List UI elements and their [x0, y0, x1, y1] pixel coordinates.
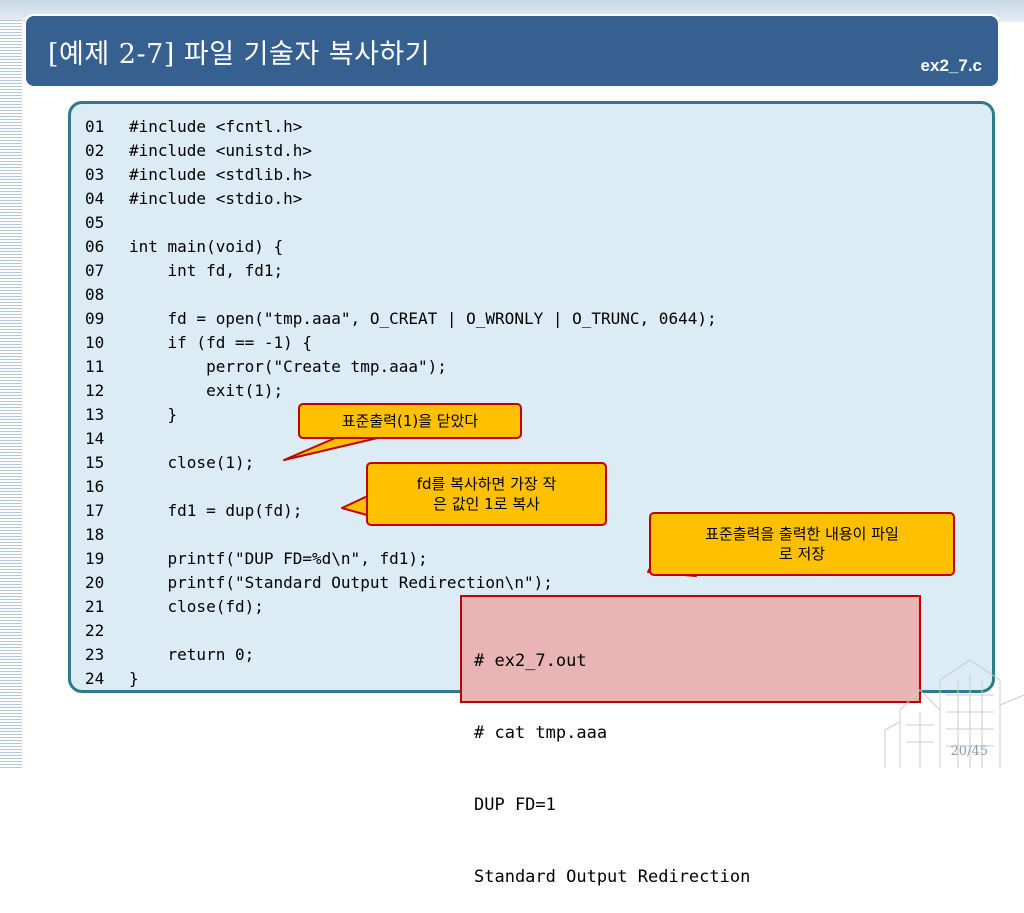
code-panel: 01 #include <fcntl.h> 02 #include <unistd.h…	[68, 101, 995, 693]
code-line: 05	[85, 211, 717, 235]
line-number: 12	[85, 381, 105, 400]
code-text: close(fd);	[129, 597, 264, 616]
code-line: 17 fd1 = dup(fd);	[85, 499, 717, 523]
code-line: 24}	[85, 667, 717, 691]
title-bar: [예제 2-7] 파일 기술자 복사하기 ex2_7.c	[26, 16, 998, 86]
line-number: 04	[85, 189, 105, 208]
result-line: Standard Output Redirection	[474, 867, 751, 887]
callout-redirect: 표준출력을 출력한 내용이 파일 로 저장	[649, 512, 955, 576]
code-line: 13 }	[85, 403, 717, 427]
slide-title: [예제 2-7] 파일 기술자 복사하기	[48, 39, 431, 70]
code-line: 18	[85, 523, 717, 547]
code-text: printf("Standard Output Redirection\n");	[129, 573, 553, 592]
line-number: 09	[85, 309, 105, 328]
code-line: 03 #include <stdlib.h>	[85, 163, 717, 187]
line-number: 11	[85, 357, 105, 376]
line-number: 16	[85, 477, 105, 496]
result-line: # ex2_7.out	[474, 651, 587, 671]
line-number: 17	[85, 501, 105, 520]
code-line: 10 if (fd == -1) {	[85, 331, 717, 355]
line-number: 07	[85, 261, 105, 280]
callout-dup: fd를 복사하면 가장 작 은 값인 1로 복사	[366, 462, 607, 526]
line-number: 19	[85, 549, 105, 568]
line-number: 18	[85, 525, 105, 544]
source-file-name: ex2_7.c	[920, 56, 982, 75]
code-line: 19 printf("DUP FD=%d\n", fd1);	[85, 547, 717, 571]
code-text: #include <stdio.h>	[129, 189, 303, 208]
code-line: 01 #include <fcntl.h>	[85, 115, 717, 139]
code-line: 08	[85, 283, 717, 307]
code-text: return 0;	[129, 645, 255, 664]
line-number: 14	[85, 429, 105, 448]
code-line: 14	[85, 427, 717, 451]
code-line: 16	[85, 475, 717, 499]
code-line: 07 int fd, fd1;	[85, 259, 717, 283]
code-text: exit(1);	[129, 381, 284, 400]
callout-redirect-text-line2: 로 저장	[778, 545, 826, 563]
code-line: 04 #include <stdio.h>	[85, 187, 717, 211]
callout-close-stdout: 표준출력(1)을 닫았다	[298, 403, 522, 439]
result-line: # cat tmp.aaa	[474, 723, 608, 743]
code-line: 02 #include <unistd.h>	[85, 139, 717, 163]
code-line: 09 fd = open("tmp.aaa", O_CREAT | O_WRON…	[85, 307, 717, 331]
line-number: 20	[85, 573, 105, 592]
line-number: 05	[85, 213, 105, 232]
callout-dup-text-line2: 은 값인 1로 복사	[433, 495, 540, 513]
code-listing: 01 #include <fcntl.h> 02 #include <unistd.h…	[85, 115, 717, 691]
code-line: 11 perror("Create tmp.aaa");	[85, 355, 717, 379]
code-line: 15 close(1);	[85, 451, 717, 475]
execution-result-box: # ex2_7.out # cat tmp.aaa DUP FD=1 Stand…	[460, 595, 921, 887]
line-number: 15	[85, 453, 105, 472]
code-text: }	[129, 405, 178, 424]
code-text: printf("DUP FD=%d\n", fd1);	[129, 549, 428, 568]
code-text: int fd, fd1;	[129, 261, 284, 280]
code-text: perror("Create tmp.aaa");	[129, 357, 447, 376]
building-sketch-icon	[884, 659, 1024, 768]
code-text: }	[129, 669, 139, 688]
code-text: fd1 = dup(fd);	[129, 501, 303, 520]
code-text: close(1);	[129, 453, 255, 472]
line-number: 24	[85, 669, 105, 688]
line-number: 21	[85, 597, 105, 616]
code-text: if (fd == -1) {	[129, 333, 313, 352]
code-text: fd = open("tmp.aaa", O_CREAT | O_WRONLY …	[129, 309, 717, 328]
line-number: 02	[85, 141, 105, 160]
code-text: #include <stdlib.h>	[129, 165, 313, 184]
code-text: #include <fcntl.h>	[129, 117, 303, 136]
left-decorative-stripes	[0, 20, 22, 768]
line-number: 06	[85, 237, 105, 256]
line-number: 08	[85, 285, 105, 304]
page-number: 20/45	[950, 744, 988, 759]
code-line: 23 return 0;	[85, 643, 717, 667]
code-line: 21 close(fd);	[85, 595, 717, 619]
callout-redirect-text-line1: 표준출력을 출력한 내용이 파일	[705, 525, 899, 543]
close-callout-pointer	[283, 435, 387, 461]
line-number: 23	[85, 645, 105, 664]
code-text: int main(void) {	[129, 237, 284, 256]
code-line: 12 exit(1);	[85, 379, 717, 403]
line-number: 03	[85, 165, 105, 184]
line-number: 13	[85, 405, 105, 424]
callout-close-stdout-text: 표준출력(1)을 닫았다	[341, 412, 479, 430]
line-number: 22	[85, 621, 105, 640]
code-line: 06 int main(void) {	[85, 235, 717, 259]
result-line: DUP FD=1	[474, 795, 556, 815]
code-line: 20 printf("Standard Output Redirection\n…	[85, 571, 717, 595]
code-line: 22	[85, 619, 717, 643]
code-text: #include <unistd.h>	[129, 141, 313, 160]
line-number: 10	[85, 333, 105, 352]
line-number: 01	[85, 117, 105, 136]
callout-dup-text-line1: fd를 복사하면 가장 작	[416, 475, 557, 493]
